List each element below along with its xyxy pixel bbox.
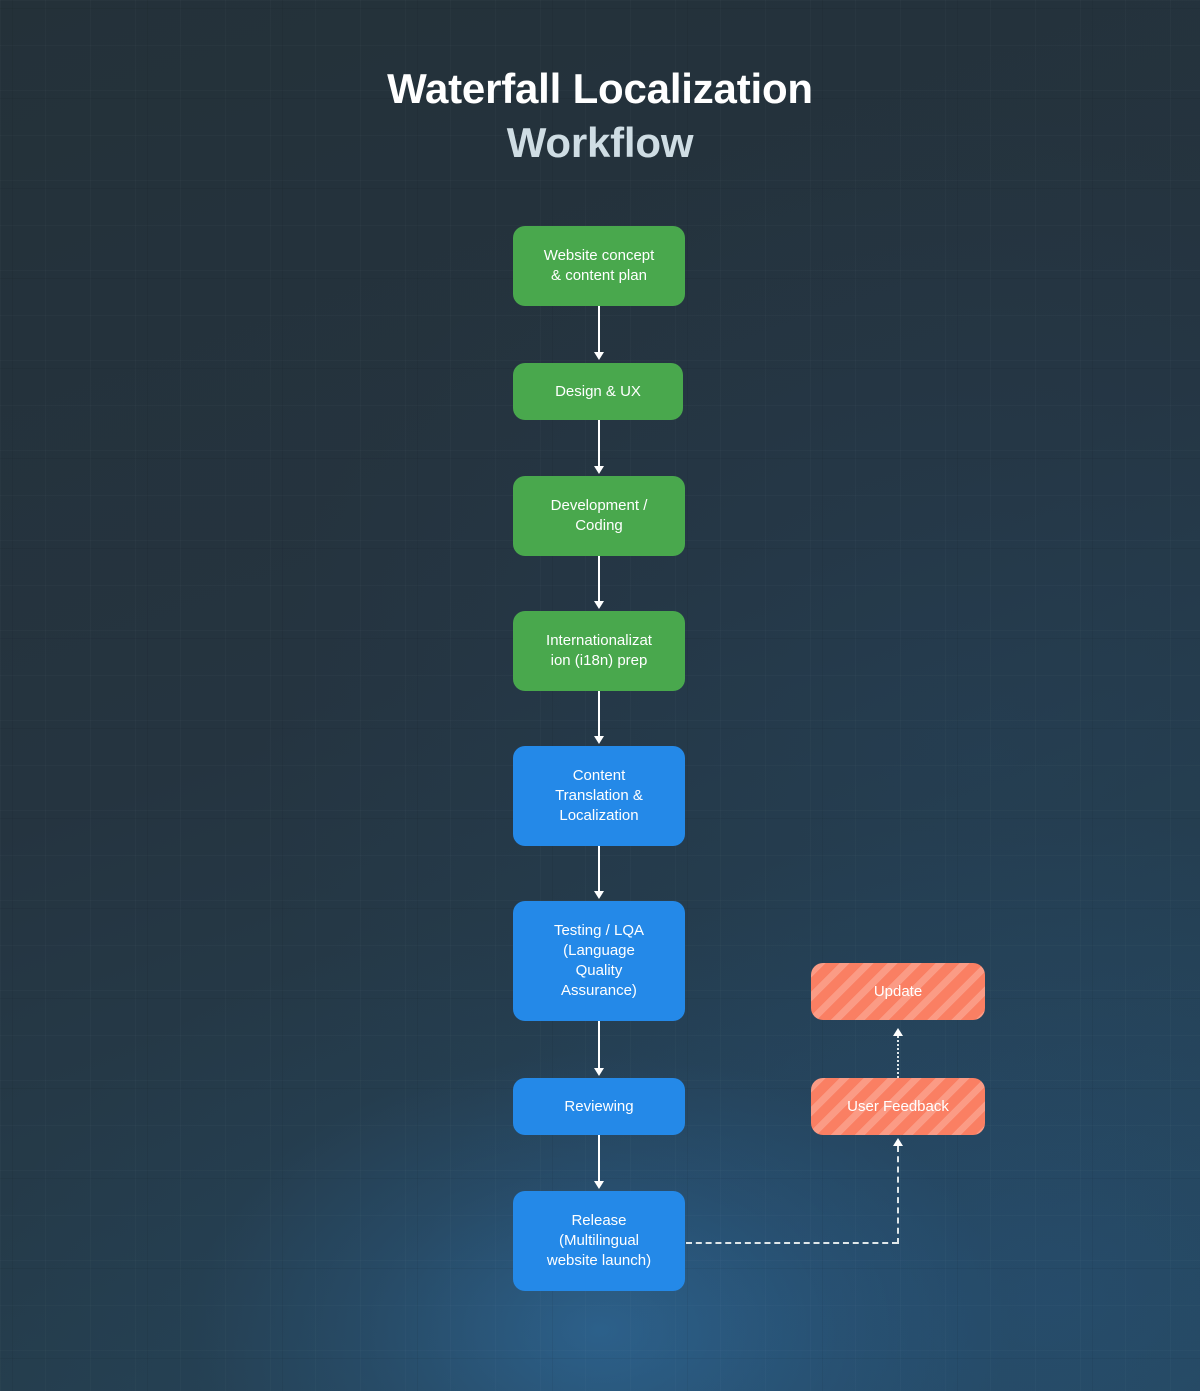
node-label: Testing / LQA (Language Quality Assuranc…	[553, 922, 645, 999]
node-reviewing[interactable]: Reviewing	[513, 1078, 685, 1135]
node-website-concept[interactable]: Website concept & content plan	[513, 226, 685, 306]
node-label: Design & UX	[555, 382, 641, 400]
node-label: User Feedback	[847, 1097, 949, 1115]
node-testing-lqa[interactable]: Testing / LQA (Language Quality Assuranc…	[513, 901, 685, 1021]
page-title: Waterfall Localization Workflow	[0, 62, 1200, 170]
node-update[interactable]: Update	[811, 963, 985, 1020]
node-label: Update	[873, 982, 923, 1000]
node-release[interactable]: Release (Multilingual website launch)	[513, 1191, 685, 1291]
page-title-line-1: Waterfall Localization	[387, 65, 813, 112]
node-user-feedback[interactable]: User Feedback	[811, 1078, 985, 1135]
node-development-coding[interactable]: Development / Coding	[513, 476, 685, 556]
node-i18n-prep[interactable]: Internationalizat ion (i18n) prep	[513, 611, 685, 691]
node-label: Reviewing	[564, 1097, 634, 1115]
node-label: Content Translation & Localization	[555, 767, 643, 824]
node-label: Internationalizat ion (i18n) prep	[546, 632, 652, 669]
node-label: Development / Coding	[550, 497, 648, 534]
node-label: Release (Multilingual website launch)	[546, 1212, 652, 1269]
node-content-translation-localization[interactable]: Content Translation & Localization	[513, 746, 685, 846]
node-design-ux[interactable]: Design & UX	[513, 363, 683, 420]
page-title-line-2: Workflow	[506, 119, 694, 166]
node-label: Website concept & content plan	[543, 247, 655, 284]
